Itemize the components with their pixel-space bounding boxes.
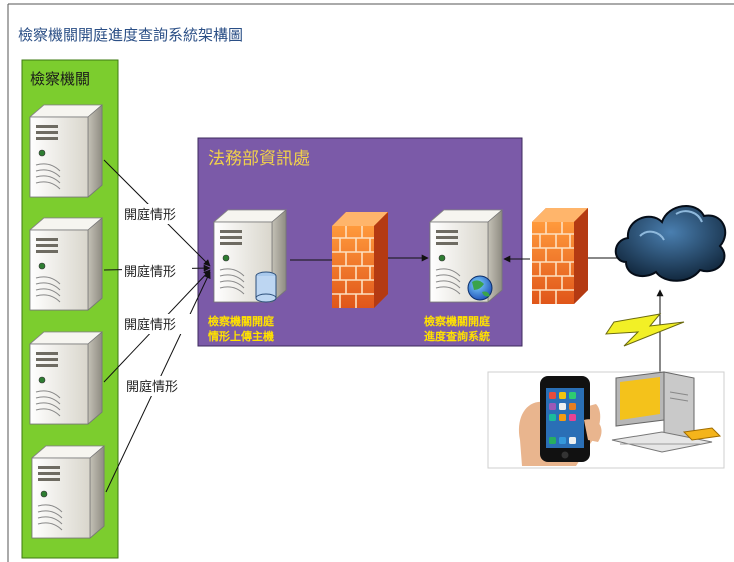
edge-label: 開庭情形	[124, 207, 176, 223]
upload-server-label-line2: 情形上傳主機	[208, 329, 274, 343]
query-server: 檢察機關開庭 進度查詢系統	[424, 209, 503, 343]
server-icon	[29, 104, 103, 198]
prosecutor-offices-group: 檢察機關	[21, 59, 119, 559]
server-icon	[29, 217, 103, 311]
moj-it-department-label: 法務部資訊處	[208, 149, 310, 169]
edge-label: 開庭情形	[124, 264, 176, 280]
upload-server: 檢察機關開庭 情形上傳主機	[208, 209, 287, 343]
globe-icon	[467, 275, 493, 301]
edge-labels: 開庭情形 開庭情形 開庭情形 開庭情形	[122, 204, 194, 396]
firewall-icon	[531, 207, 589, 305]
lightning-icon	[605, 313, 685, 347]
diagram-title: 檢察機關開庭進度查詢系統架構圖	[18, 26, 243, 44]
desktop-computer-icon	[611, 371, 722, 453]
edge-label: 開庭情形	[126, 379, 178, 395]
internet-cloud-icon	[614, 204, 727, 282]
upload-server-label-line1: 檢察機關開庭	[208, 314, 274, 328]
server-icon	[31, 445, 105, 539]
firewall-icon	[331, 211, 389, 309]
prosecutor-offices-label: 檢察機關	[30, 70, 90, 88]
server-icon	[29, 331, 103, 425]
query-server-label-line1: 檢察機關開庭	[424, 314, 490, 328]
edge-label: 開庭情形	[124, 317, 176, 333]
smartphone-icon	[518, 376, 602, 466]
client-devices	[487, 371, 725, 469]
database-icon	[255, 271, 277, 303]
query-server-label-line2: 進度查詢系統	[424, 329, 490, 343]
